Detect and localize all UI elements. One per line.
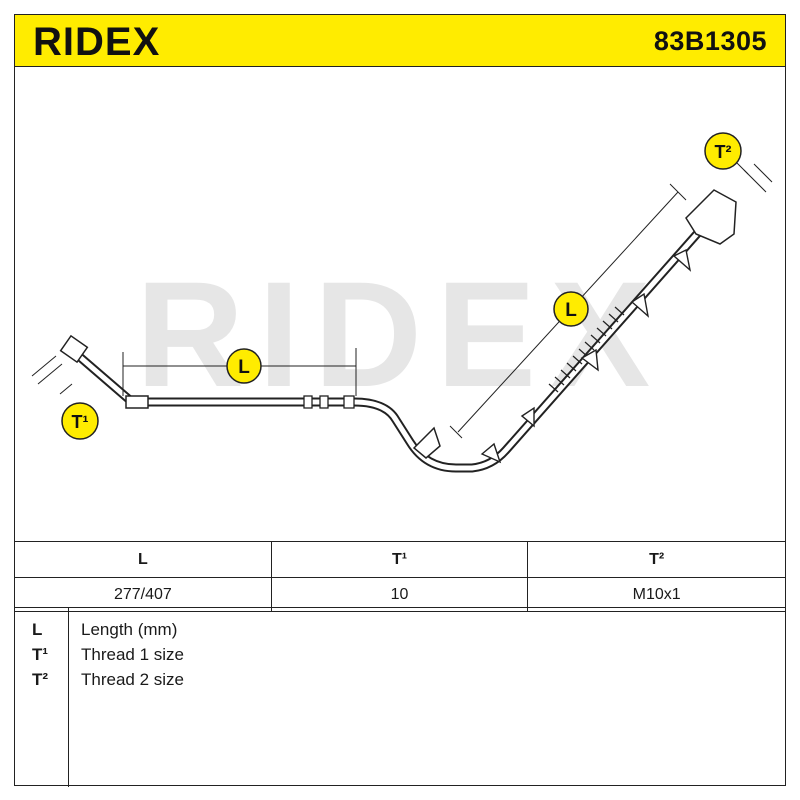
- legend-description: Length (mm): [81, 620, 178, 639]
- legend-row: L Length (mm): [14, 620, 786, 645]
- t1-badge: T¹: [61, 402, 99, 440]
- sleeves: [303, 395, 355, 409]
- legend-symbol: T¹: [32, 645, 49, 664]
- t2-dimension: [735, 161, 773, 193]
- spec-header-row: L T¹ T²: [14, 541, 786, 578]
- legend-description: Thread 1 size: [81, 645, 184, 664]
- watermark-text: RIDEX: [136, 250, 664, 418]
- legend-description: Thread 2 size: [81, 670, 184, 689]
- l-left-label: L: [238, 357, 250, 378]
- spec-value-l: 277/407: [14, 577, 272, 612]
- spec-table: L T¹ T² 277/407 10 M10x1: [14, 541, 786, 612]
- brand-text: RIDEX: [33, 20, 160, 63]
- legend-symbol: T²: [32, 670, 49, 689]
- brake-hose-drawing: RIDEX: [31, 132, 773, 473]
- part-number: 83B1305: [653, 26, 767, 56]
- mid-bracket: [412, 426, 441, 459]
- right-fitting: [685, 189, 737, 245]
- t1-dimension: [31, 355, 73, 395]
- hose-clips: [480, 248, 692, 464]
- legend-row: T¹ Thread 1 size: [14, 645, 786, 670]
- spec-value-t1: 10: [270, 577, 529, 612]
- t2-label: T²: [715, 142, 732, 162]
- legend-row: T² Thread 2 size: [14, 670, 786, 695]
- t1-label: T¹: [72, 412, 89, 432]
- legend-divider: [68, 608, 69, 787]
- ridex-logo: RIDEX: [33, 20, 160, 63]
- spec-header-t2: T²: [527, 541, 786, 578]
- hose-line: [69, 221, 709, 473]
- l-right-label: L: [565, 300, 577, 321]
- header-bar: RIDEX 83B1305: [14, 14, 786, 67]
- legend-symbol: L: [32, 620, 43, 639]
- spec-value-row: 277/407 10 M10x1: [14, 577, 786, 612]
- l-left-badge: L: [226, 348, 262, 384]
- spec-header-l: L: [14, 541, 272, 578]
- legend: L Length (mm) T¹ Thread 1 size T² Thread…: [14, 607, 786, 787]
- t2-badge: T²: [704, 132, 742, 170]
- left-fitting: [59, 334, 149, 409]
- l-right-badge: L: [553, 291, 589, 327]
- spec-value-t2: M10x1: [527, 577, 786, 612]
- spec-header-t1: T¹: [270, 541, 529, 578]
